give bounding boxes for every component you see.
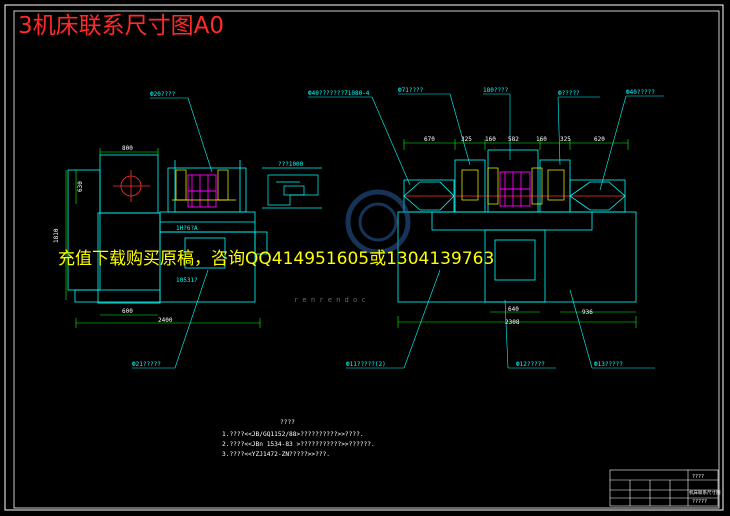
notes-line: 3.????<<YZJ1472-ZN?????>>???. xyxy=(222,451,331,458)
dim-620: 620 xyxy=(594,136,605,143)
titleblock-drawing-title: 机床联系尺寸图 xyxy=(689,489,721,496)
watermark-logo xyxy=(345,189,411,255)
callout-right-top5: Ф40????? xyxy=(626,89,655,96)
label-left-mid2: 10531? xyxy=(176,277,198,284)
notes-line: 1.????<<JB/GQ1152/88>??????????>>????. xyxy=(222,431,364,438)
callout-center-top: ???1000 xyxy=(278,161,304,168)
callout-right-top3: 180???? xyxy=(483,87,509,94)
title-block xyxy=(609,469,719,507)
dim-160b: 160 xyxy=(536,136,547,143)
left-fixture-yellow xyxy=(172,169,236,201)
dim-600: 600 xyxy=(122,308,133,315)
label-left-mid: 1H?6?A xyxy=(176,225,198,232)
drawing-title: 3机床联系尺寸图A0 xyxy=(18,13,225,39)
callout-left-bottom: Ф21????? xyxy=(132,361,161,368)
dim-325b: 325 xyxy=(560,136,571,143)
inner-frame xyxy=(13,10,720,509)
dim-640: 640 xyxy=(508,306,519,313)
callout-right-top4: Ф????? xyxy=(558,90,580,97)
dim-800: 800 xyxy=(122,145,133,152)
outer-frame xyxy=(4,4,724,511)
notes-heading: ???? xyxy=(280,419,295,426)
dim-936: 936 xyxy=(582,309,593,316)
callout-right-bottom1: Ф11?????(2) xyxy=(346,361,386,368)
technical-notes: ???? 1.????<<JB/GQ1152/88>??????????>>??… xyxy=(222,418,375,460)
motor-housing xyxy=(99,154,159,214)
callout-right-bottom2: Ф12????? xyxy=(516,361,545,368)
dim-2400: 2400 xyxy=(158,317,173,324)
right-fixture-detail xyxy=(499,171,531,207)
watermark-site: r e n r e n d o c xyxy=(294,296,366,304)
dim-582: 582 xyxy=(508,136,519,143)
titleblock-code: ????? xyxy=(692,499,707,505)
right-view xyxy=(397,149,637,303)
dim-670: 670 xyxy=(424,136,435,143)
titleblock-name: ???? xyxy=(692,474,704,480)
left-dimensions xyxy=(65,148,261,328)
promo-watermark: 充值下载购买原稿，咨询QQ414951605或1304139763 xyxy=(58,249,495,269)
dim-325a: 325 xyxy=(461,136,472,143)
left-view xyxy=(67,154,268,304)
left-leaders xyxy=(132,97,213,369)
callout-right-top1: Ф40???????71080-4 xyxy=(308,90,370,97)
notes-line: 2.????<<JBn 1534-83 >???????????>>??????… xyxy=(222,441,375,448)
dim-1810: 1810 xyxy=(53,228,60,243)
left-fixture-detail xyxy=(187,174,217,208)
dim-160a: 160 xyxy=(485,136,496,143)
dim-630: 630 xyxy=(77,181,84,192)
right-dimensions xyxy=(397,139,637,328)
callout-left-top: Ф20???? xyxy=(150,91,176,98)
callout-right-top2: Ф71???? xyxy=(398,87,424,94)
callout-right-bottom3: Ф13????? xyxy=(594,361,623,368)
dim-2308: 2308 xyxy=(505,319,520,326)
center-detail-view xyxy=(262,167,322,209)
right-fixture-yellow xyxy=(461,167,565,205)
right-leaders xyxy=(308,93,664,369)
